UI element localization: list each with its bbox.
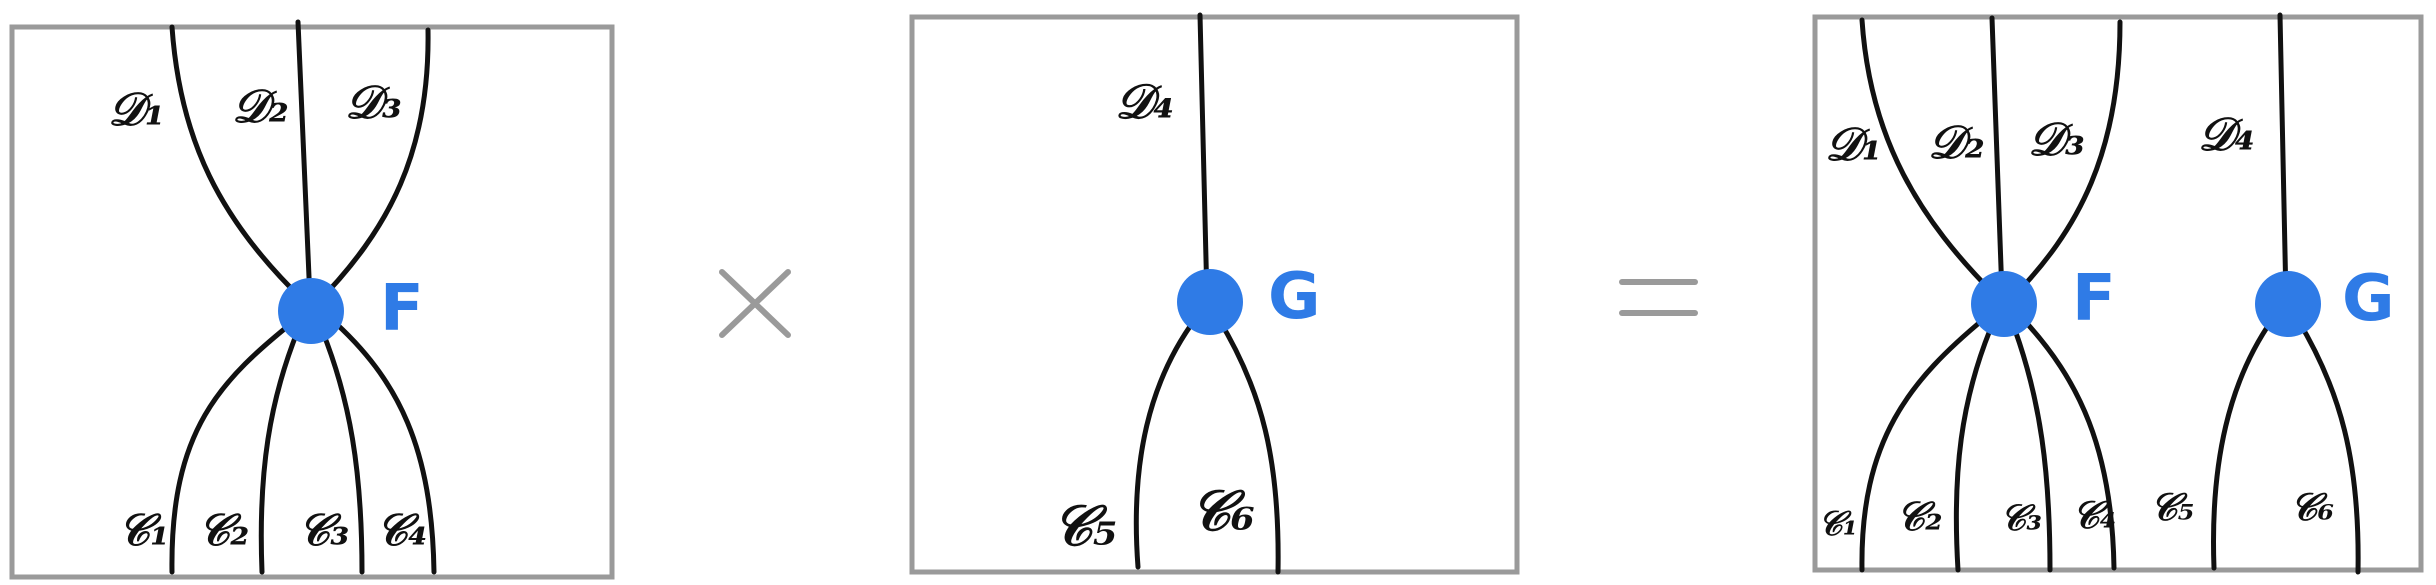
wire-c5-middle	[1133, 315, 1199, 570]
node-g-middle	[1177, 269, 1243, 335]
wire-d2-left	[295, 19, 313, 303]
wire-d4-right	[2277, 12, 2289, 303]
wire-c3-right	[2012, 327, 2053, 573]
times-stroke-2	[719, 269, 791, 338]
wire-c6-middle	[1215, 315, 1281, 575]
wire-c3-left	[319, 327, 365, 575]
times-operator	[719, 269, 791, 338]
panel-right-frame	[1812, 14, 2424, 573]
node-label-f-left: F	[380, 272, 424, 346]
wire-c1-left	[169, 315, 301, 575]
wire-d4-middle	[1197, 12, 1210, 303]
wire-c4-right	[2019, 315, 2117, 571]
node-g-right	[2255, 271, 2321, 337]
label-d3-right: 𝒟₃	[2028, 112, 2085, 166]
panel-left-frame	[9, 24, 615, 580]
label-c6-middle: 𝒞₆	[1190, 478, 1255, 544]
label-c3-left: 𝒞₃	[298, 505, 349, 556]
label-c4-right: 𝒞₄	[2072, 492, 2116, 537]
label-d1-left: 𝒟₁	[108, 82, 165, 136]
wire-d2-right	[1989, 15, 2005, 298]
label-c5-middle: 𝒞₅	[1052, 493, 1117, 559]
wire-c2-right	[1953, 327, 1993, 573]
wire-d3-left	[312, 27, 431, 308]
label-c3-right: 𝒞₃	[2000, 497, 2042, 539]
label-d4-right: 𝒟₄	[2198, 107, 2255, 161]
wire-d3-right	[2007, 19, 2123, 303]
label-c2-left: 𝒞₂	[198, 505, 249, 556]
node-label-g-right: G	[2342, 262, 2395, 336]
equals-operator	[1619, 279, 1698, 316]
node-f-right	[1971, 271, 2037, 337]
label-d3-left: 𝒟₃	[345, 75, 402, 129]
wire-c2-left	[258, 327, 301, 575]
label-d2-left: 𝒟₂	[232, 79, 289, 133]
label-c2-right: 𝒞₂	[1896, 493, 1943, 540]
label-c1-right: 𝒞₁	[1818, 504, 1858, 544]
node-f-left	[278, 278, 344, 344]
wire-c4-left	[327, 315, 437, 575]
label-c5-right: 𝒞₅	[2150, 484, 2194, 529]
wire-d1-left	[169, 24, 306, 303]
panel-middle-frame	[909, 14, 1520, 575]
wire-c5-right	[2211, 317, 2275, 571]
label-d1-right: 𝒟₁	[1825, 117, 1882, 171]
label-c6-right: 𝒞₆	[2290, 484, 2334, 529]
panel-right: F G 𝒟₁ 𝒟₂ 𝒟₃ 𝒟₄ 𝒞₁ 𝒞₂ 𝒞₃ 𝒞₄ 𝒞₅ 𝒞₆	[1812, 12, 2424, 575]
panel-left: F 𝒟₁ 𝒟₂ 𝒟₃ 𝒞₁ 𝒞₂ 𝒞₃ 𝒞₄	[9, 19, 615, 580]
node-label-g-middle: G	[1268, 260, 1321, 334]
label-c1-left: 𝒞₁	[118, 505, 169, 556]
label-c4-left: 𝒞₄	[376, 505, 427, 556]
wire-d1-right	[1859, 17, 1998, 298]
node-label-f-right: F	[2072, 262, 2116, 336]
panel-middle: G 𝒟₄ 𝒞₅ 𝒞₆	[909, 12, 1520, 575]
label-d2-right: 𝒟₂	[1928, 115, 1985, 169]
label-d4-middle: 𝒟₄	[1115, 74, 1174, 130]
wire-c1-right	[1859, 315, 1988, 573]
wire-c6-right	[2295, 317, 2361, 575]
